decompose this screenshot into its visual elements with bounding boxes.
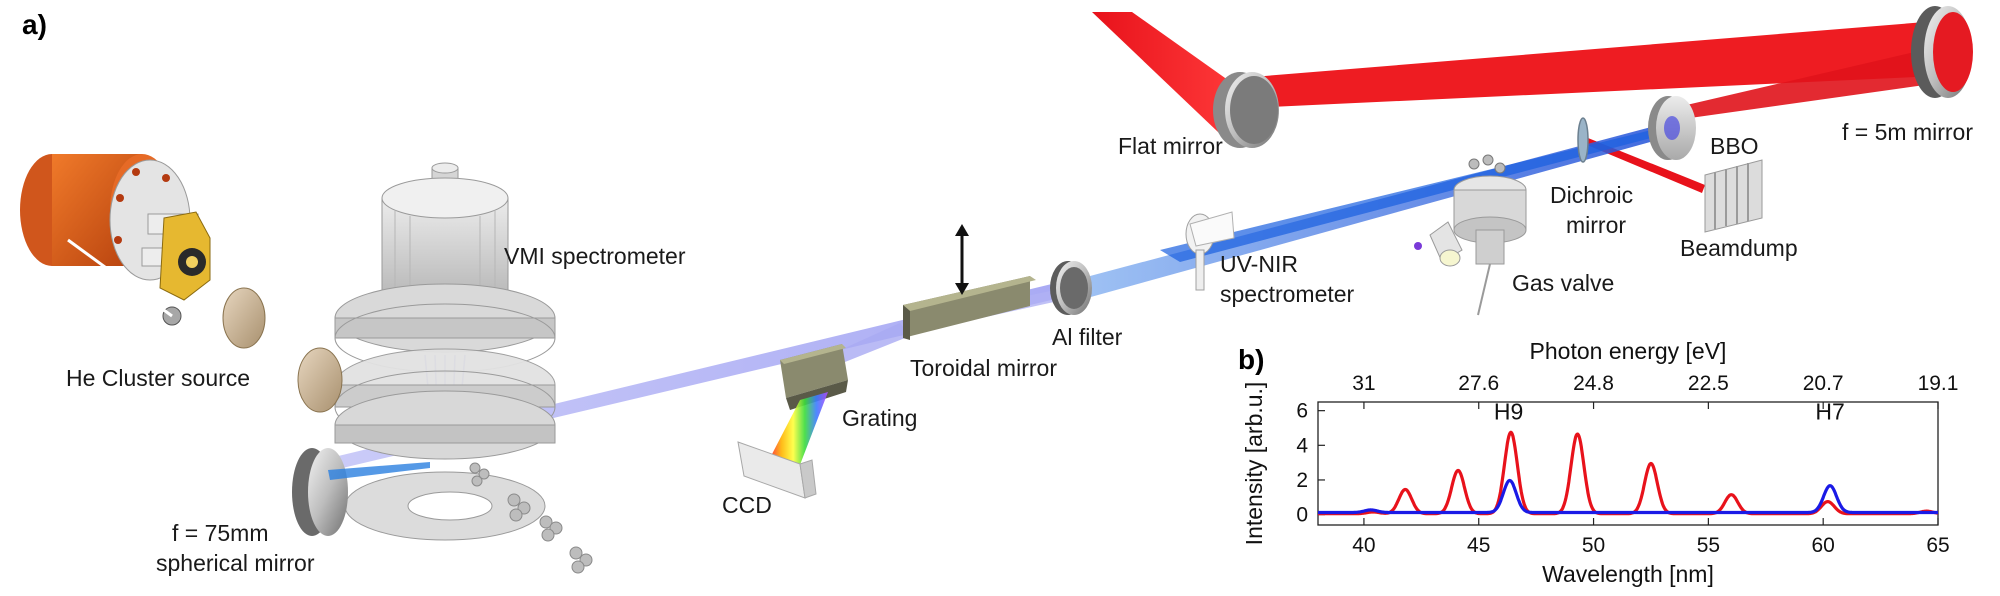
label-f5m-mirror: f = 5m mirror — [1842, 119, 1973, 145]
dichroic-mirror — [1577, 117, 1589, 163]
uv-beam-inner — [1160, 126, 1670, 262]
label-beamdump: Beamdump — [1680, 235, 1798, 261]
x2-tick-label: 31 — [1352, 372, 1375, 395]
focusing-mirror-5m — [1911, 6, 1973, 98]
spectrum-fan — [770, 392, 828, 470]
harmonic-label: H9 — [1494, 398, 1523, 424]
ir-beam — [1092, 12, 1960, 193]
flat-mirror — [1213, 72, 1279, 148]
gas-valve — [1414, 154, 1527, 316]
x-axis-title: Wavelength [nm] — [1542, 561, 1714, 587]
plot-frame — [1317, 401, 1939, 526]
panel-label-a: a) — [22, 9, 47, 40]
x-tick-label: 65 — [1926, 534, 1949, 557]
label-flat-mirror: Flat mirror — [1118, 133, 1223, 159]
series-line-1 — [1317, 430, 1939, 516]
label-uvnir-2: spectrometer — [1220, 281, 1355, 307]
x-tick-label: 45 — [1467, 534, 1490, 557]
arrow-head-down-icon — [955, 283, 969, 295]
y-axis-title: Intensity [arb.u.] — [1241, 382, 1267, 546]
spectrum-chart: 40 45 50 55 60 65 31 27.6 24.8 22.5 20.7 19.1 0 2 4 6Wa… — [1241, 338, 1958, 587]
skimmer-disk-2 — [297, 347, 343, 413]
label-gas-valve: Gas valve — [1512, 270, 1614, 296]
label-he-source: He Cluster source — [66, 365, 250, 391]
ir-beam-segment-3 — [1665, 45, 1960, 118]
y-tick-label: 0 — [1296, 504, 1308, 527]
x2-tick-label: 22.5 — [1688, 372, 1729, 395]
y-tick-label: 6 — [1296, 400, 1308, 423]
vmi-spectrometer — [334, 162, 556, 541]
label-dichroic-2: mirror — [1566, 212, 1626, 238]
helium-clusters — [469, 462, 593, 574]
label-f75-2: spherical mirror — [156, 550, 315, 576]
label-al-filter: Al filter — [1052, 324, 1123, 350]
ir-beam-segment-1 — [1092, 12, 1242, 132]
x2-tick-label: 24.8 — [1573, 372, 1614, 395]
spherical-mirror-75mm — [292, 448, 430, 536]
series-line-2 — [1317, 478, 1939, 515]
x2-axis-title: Photon energy [eV] — [1530, 338, 1727, 364]
x2-tick-label: 19.1 — [1918, 372, 1959, 395]
label-f75-1: f = 75mm — [172, 520, 269, 546]
bbo-crystal — [1648, 96, 1696, 160]
x-tick-label: 60 — [1812, 534, 1835, 557]
al-filter — [1050, 261, 1092, 315]
label-grating: Grating — [842, 405, 917, 431]
arrow-head-up-icon — [955, 224, 969, 236]
ccd-detector — [737, 441, 817, 499]
harmonic-label: H7 — [1815, 398, 1844, 424]
beamdump — [1704, 159, 1763, 233]
label-toroidal: Toroidal mirror — [910, 355, 1057, 381]
label-vmi: VMI spectrometer — [504, 243, 686, 269]
label-ccd: CCD — [722, 492, 772, 518]
label-uvnir-1: UV-NIR — [1220, 251, 1298, 277]
ir-beam-segment-2 — [1240, 20, 1960, 108]
he-cluster-source — [20, 154, 211, 326]
mirror-reflection-beam — [328, 462, 430, 480]
x-tick-label: 50 — [1582, 534, 1605, 557]
x2-tick-label: 20.7 — [1803, 372, 1844, 395]
x2-tick-label: 27.6 — [1458, 372, 1499, 395]
toroidal-mirror — [903, 224, 1036, 340]
label-dichroic-1: Dichroic — [1550, 182, 1633, 208]
skimmer-disk-1 — [222, 287, 266, 349]
label-bbo: BBO — [1710, 133, 1759, 159]
x-tick-label: 55 — [1697, 534, 1720, 557]
uv-beam — [1075, 122, 1672, 300]
y-tick-label: 2 — [1296, 469, 1308, 492]
uv-nir-spectrometer — [1185, 211, 1235, 291]
grating — [770, 344, 848, 470]
panel-label-b: b) — [1238, 344, 1264, 375]
y-tick-label: 4 — [1296, 434, 1308, 457]
x-tick-label: 40 — [1352, 534, 1375, 557]
